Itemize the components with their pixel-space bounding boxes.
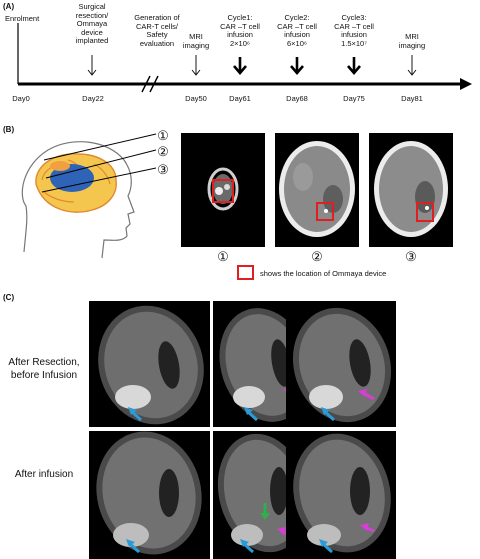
day-81-label: Day81 <box>401 94 423 103</box>
mri-row2-image2 <box>213 431 312 559</box>
ct-slice-3 <box>369 133 453 247</box>
ct-label-1: ① <box>217 249 229 264</box>
panel-b-label: (B) <box>3 125 15 134</box>
event-cycle-3: Cycle3: CAR –T cell infusion 1.5×10⁷ <box>334 13 374 48</box>
event-car-t-generation: Generation of CAR-T cells/ Safety evalua… <box>134 13 180 48</box>
mri-row2-image3 <box>286 431 396 559</box>
event-surgical-resection: Surgical resection/ Ommaya device implan… <box>75 2 109 46</box>
ct-label-2: ② <box>311 249 323 264</box>
day-68-label: Day68 <box>286 94 308 103</box>
row-label-before-infusion: After Resection, before Infusion <box>8 357 80 381</box>
slice-marker-1: ① <box>157 128 169 143</box>
day-50-label: Day50 <box>185 94 207 103</box>
day-22-label: Day22 <box>82 94 104 103</box>
legend-red-box <box>237 265 254 280</box>
legend-text: shows the location of Ommaya device <box>260 269 387 278</box>
mri-row1-image3 <box>286 301 396 427</box>
event-mri-2: MRI imaging <box>398 32 426 50</box>
enrolment-label: Enrolment <box>5 14 40 23</box>
slice-marker-2: ② <box>157 144 169 159</box>
head-diagram <box>21 133 157 259</box>
event-cycle-2: Cycle2: CAR –T cell infusion 6×10⁶ <box>277 13 317 48</box>
timeline-axis <box>17 23 472 93</box>
panel-c-label: (C) <box>3 293 15 302</box>
panel-a-label: (A) <box>3 2 15 11</box>
event-cycle-1: Cycle1: CAR –T cell infusion 2×10⁶ <box>220 13 260 48</box>
row-label-after-infusion: After infusion <box>14 469 74 480</box>
day-75-label: Day75 <box>343 94 365 103</box>
ct-slice-2 <box>275 133 359 247</box>
slice-marker-3: ③ <box>157 162 169 177</box>
mri-row1-image1 <box>89 301 210 427</box>
event-mri-1: MRI imaging <box>182 32 210 50</box>
day-61-label: Day61 <box>229 94 251 103</box>
ct-label-3: ③ <box>405 249 417 264</box>
day-0-label: Day0 <box>12 94 30 103</box>
ct-slice-1 <box>181 133 265 247</box>
mri-row2-image1 <box>89 431 210 559</box>
